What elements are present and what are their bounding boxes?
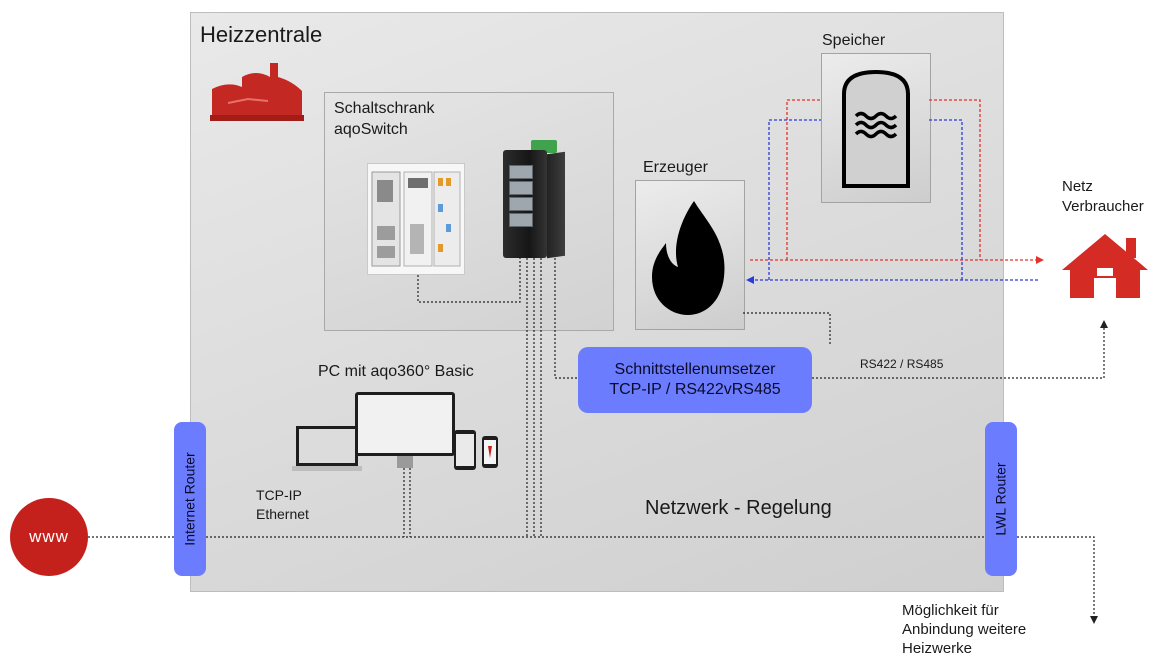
pc-label: PC mit aqo360° Basic [318,363,474,380]
www-cloud: www [10,498,88,576]
network-label: Netzwerk - Regelung [645,497,832,519]
expansion-line2: Anbindung weitere [902,621,1027,638]
lwl-router: LWL Router [985,422,1017,576]
generator-label: Erzeuger [643,159,708,176]
pc-monitor-screen [358,395,452,453]
pc-monitor [355,392,455,456]
internet-router: Internet Router [174,422,206,576]
schaltschrank-title-line1: Schaltschrank [334,100,435,117]
tcp-ethernet-label: TCP-IP Ethernet [256,486,309,524]
generator-box [635,180,745,330]
tcp-line2: Ethernet [256,506,309,522]
switch-terminal [531,140,557,153]
converter-line2: TCP-IP / RS422vRS485 [609,381,781,398]
schaltschrank-title-line2: aqoSwitch [334,121,408,138]
flame-icon [652,201,725,315]
factory-icon [210,63,304,121]
consumer-line1: Netz [1062,178,1093,195]
plc-module-icon [367,163,465,275]
switch-port [509,165,533,179]
switch-port [509,181,533,195]
consumer-line2: Verbraucher [1062,198,1144,215]
expansion-line1: Möglichkeit für [902,602,999,619]
storage-box [821,53,931,203]
storage-tank-icon [842,69,910,188]
consumer-label: Netz Verbraucher [1062,177,1144,217]
switch-port [509,213,533,227]
www-label: www [29,527,69,546]
rs-label: RS422 / RS485 [860,357,944,371]
expansion-label: Möglichkeit für Anbindung weitere Heizwe… [902,601,1026,658]
storage-label: Speicher [822,32,886,49]
expansion-line3: Heizwerke [902,640,973,657]
pc-devices-icon [292,422,504,487]
schnittstellenumsetzer: Schnittstellenumsetzer TCP-IP / RS422vRS… [578,347,812,413]
tcp-line1: TCP-IP [256,487,302,503]
switch-port [509,197,533,211]
house-icon [1062,234,1148,298]
converter-line1: Schnittstellenumsetzer [614,361,776,378]
schaltschrank-title: Schaltschrank aqoSwitch [334,98,435,140]
monitor-stand [397,456,413,468]
heizzentrale-title: Heizzentrale [200,22,323,47]
